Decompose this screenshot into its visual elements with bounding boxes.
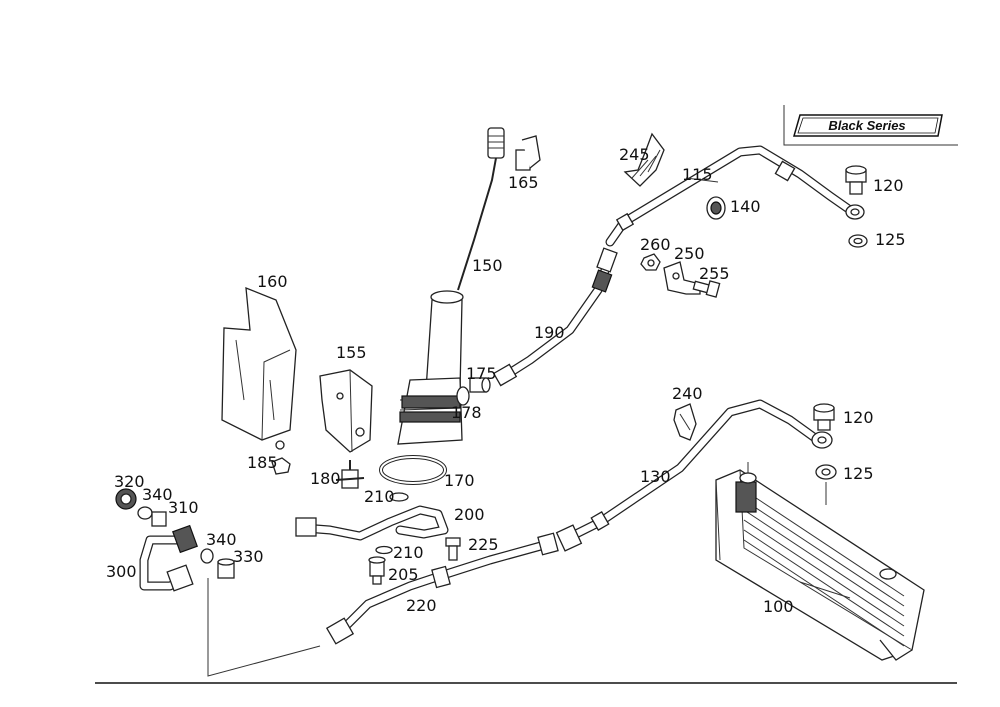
callout-320: 320	[114, 472, 145, 491]
part-210-seal-upper	[389, 492, 409, 502]
callout-190: 190	[534, 323, 565, 342]
part-260-nut	[640, 253, 661, 271]
part-100-oil-cooler	[715, 469, 925, 661]
part-210-seal-lower	[375, 545, 393, 555]
callout-178: 178	[451, 403, 482, 422]
part-330-plug	[217, 558, 235, 579]
part-340-seal-upper	[137, 506, 153, 520]
part-155-bracket	[319, 369, 373, 453]
callout-260: 260	[640, 235, 671, 254]
part-130-line	[555, 399, 833, 552]
part-200-hose	[295, 505, 449, 541]
part-180-valve	[335, 460, 365, 489]
part-255-bolt	[692, 280, 721, 298]
callout-185: 185	[247, 453, 278, 472]
part-225-bolt	[445, 537, 461, 561]
part-205-banjo-bolt	[368, 556, 386, 585]
badge-label: Black Series	[828, 118, 905, 133]
part-300-line	[139, 524, 198, 592]
callout-240: 240	[672, 384, 703, 403]
part-150-sensor	[457, 127, 505, 291]
callout-200: 200	[454, 505, 485, 524]
part-160-bracket	[221, 287, 297, 450]
line-115	[605, 145, 865, 247]
callout-300: 300	[106, 562, 137, 581]
part-120-bolt-upper	[845, 165, 867, 195]
callout-120-upper: 120	[873, 176, 904, 195]
callout-155: 155	[336, 343, 367, 362]
badge-frame	[783, 105, 958, 146]
part-185-nut	[271, 457, 291, 475]
callout-120-lower: 120	[843, 408, 874, 427]
callout-140: 140	[730, 197, 761, 216]
badge-outline	[793, 114, 943, 137]
callout-245: 245	[619, 145, 650, 164]
callout-205: 205	[388, 565, 419, 584]
callout-330: 330	[233, 547, 264, 566]
leader-lines	[685, 177, 851, 599]
callout-210-upper: 210	[364, 487, 395, 506]
callout-100: 100	[763, 597, 794, 616]
badge-inner-outline	[797, 117, 939, 134]
callout-115: 115	[682, 165, 713, 184]
callout-220: 220	[406, 596, 437, 615]
part-245-clip	[623, 132, 665, 187]
callout-340-upper: 340	[142, 485, 173, 504]
callout-255: 255	[699, 264, 730, 283]
callout-125-upper: 125	[875, 230, 906, 249]
part-170-clamp	[379, 455, 447, 485]
callout-150: 150	[472, 256, 503, 275]
callout-170: 170	[444, 471, 475, 490]
hose-190	[492, 247, 618, 387]
callout-225: 225	[468, 535, 499, 554]
part-178-oring	[456, 386, 470, 406]
callout-130: 130	[640, 467, 671, 486]
callout-210-lower: 210	[393, 543, 424, 562]
part-310-plug	[151, 511, 167, 527]
callout-labels: 100 115 120 120 125 125 130 140 150 155 …	[106, 145, 906, 616]
callout-180: 180	[310, 469, 341, 488]
series-badge: Black Series	[783, 105, 958, 146]
part-175-fitting	[469, 377, 491, 393]
callout-175: 175	[466, 364, 497, 383]
part-165-connector	[515, 135, 541, 171]
leader-300	[207, 578, 321, 677]
callout-125-lower: 125	[843, 464, 874, 483]
callout-165: 165	[508, 173, 539, 192]
part-120-bolt-lower	[813, 403, 835, 431]
callout-310: 310	[168, 498, 199, 517]
callout-160: 160	[257, 272, 288, 291]
part-150-receiver-dryer	[397, 290, 464, 445]
part-240-clip	[673, 403, 697, 441]
callout-250: 250	[674, 244, 705, 263]
callout-340-lower: 340	[206, 530, 237, 549]
part-340-seal-lower	[200, 548, 214, 564]
part-220-hose	[325, 532, 559, 645]
part-320-cap	[115, 488, 137, 510]
part-140-grommet	[706, 196, 726, 220]
